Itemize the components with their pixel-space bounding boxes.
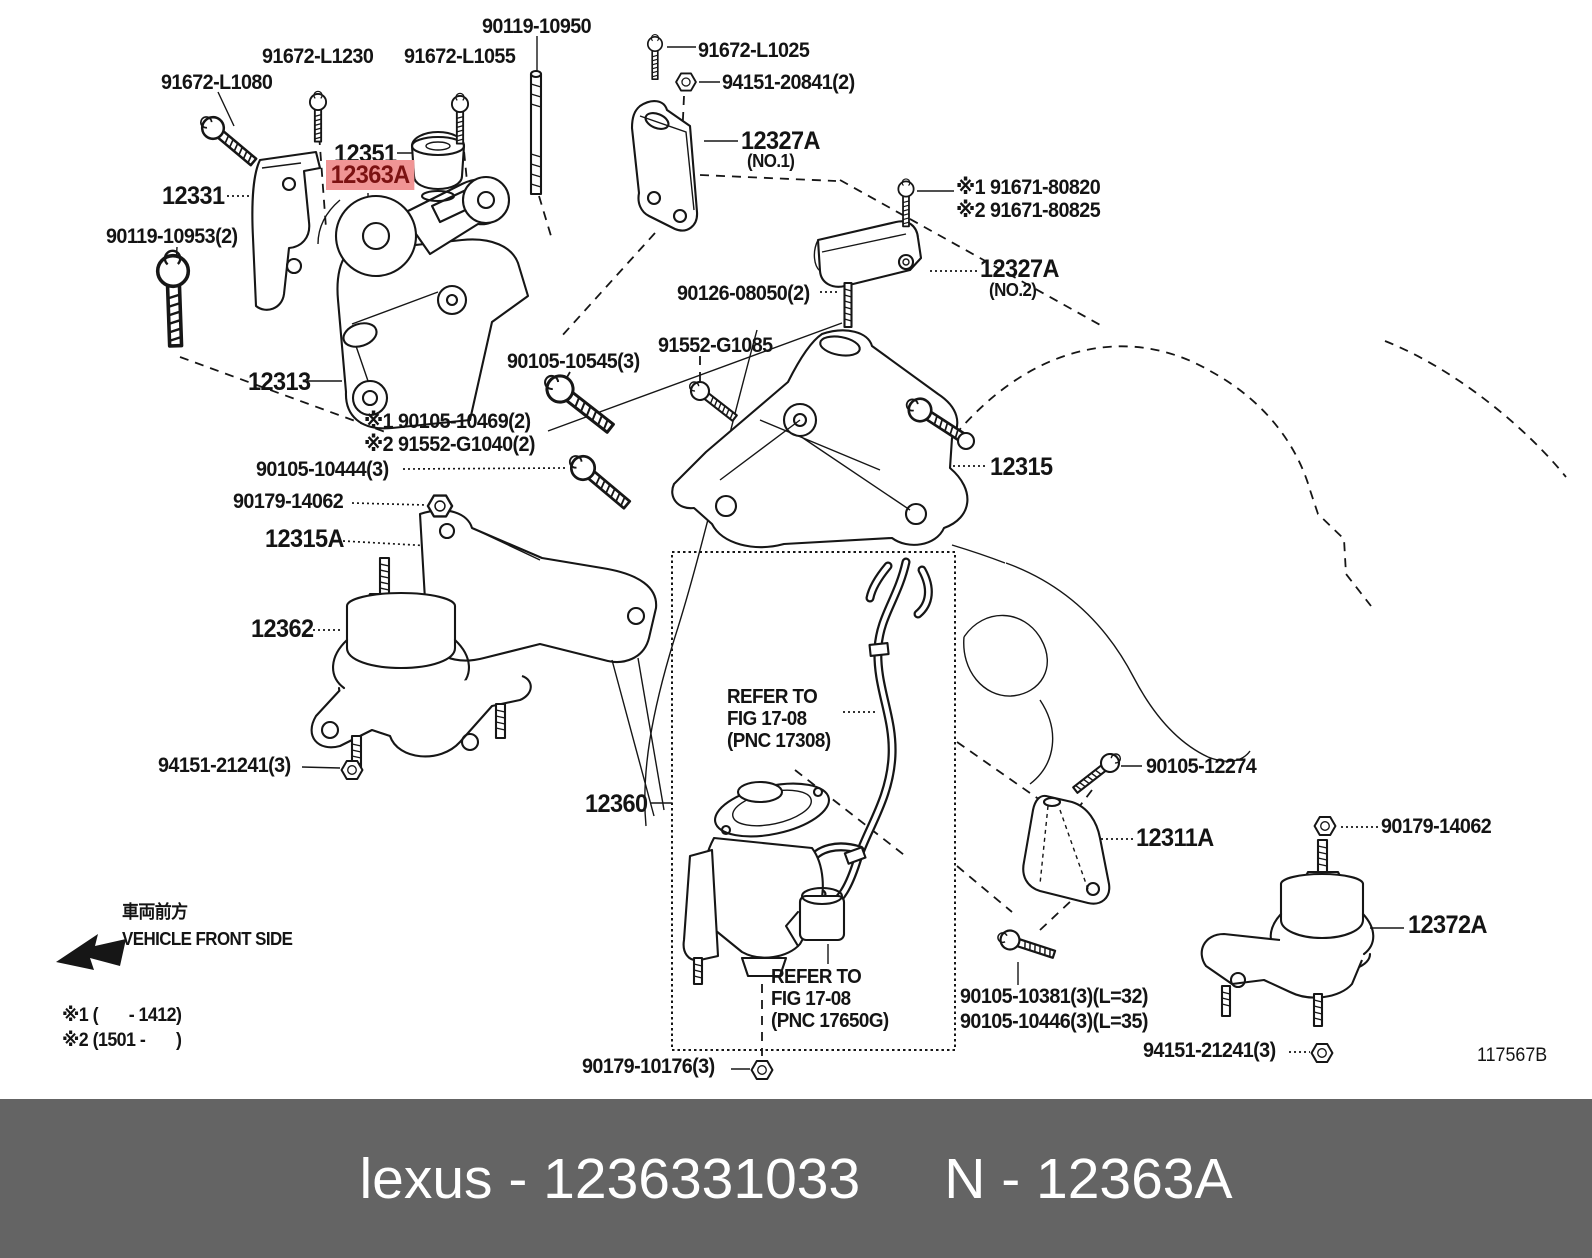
fasteners xyxy=(155,33,1337,1081)
part-label-90105-10545: 90105-10545(3) xyxy=(507,350,640,373)
part-label-90105-10469: ※1 90105-10469(2) xyxy=(364,410,531,433)
footnote-1: ※1 ( - 1412) xyxy=(62,1005,182,1026)
part-12362-engine-mount xyxy=(310,556,532,774)
part-label-94151-21241-right: 94151-21241(3) xyxy=(1143,1039,1276,1062)
engine-outline xyxy=(839,179,1567,785)
part-12331-bracket xyxy=(251,150,322,311)
part-label-12311a: 12311A xyxy=(1136,824,1214,852)
exploded-parts-drawing xyxy=(56,33,1567,1081)
part-label-90105-10446: 90105-10446(3)(L=35) xyxy=(960,1010,1148,1033)
part-label-12327a-no2: 12327A xyxy=(980,255,1060,283)
part-12327a-no2-bracket xyxy=(813,220,923,288)
part-label-94151-21241-left: 94151-21241(3) xyxy=(158,754,291,777)
part-label-90179-10176: 90179-10176(3) xyxy=(582,1055,715,1078)
part-label-91672-l1055: 91672-L1055 xyxy=(404,45,516,68)
part-12360-pump-assembly xyxy=(682,557,933,1056)
part-12351-damper xyxy=(410,130,466,203)
front-side-note-jp: 車両前方 xyxy=(122,902,188,922)
vehicle-front-arrow-icon xyxy=(56,934,126,970)
part-12313-bracket xyxy=(336,238,530,430)
part-12363a-torque-rod xyxy=(317,175,511,278)
part-label-12363a: 12363A xyxy=(326,160,415,191)
part-label-90105-10381: 90105-10381(3)(L=32) xyxy=(960,985,1148,1008)
part-label-90179-14062-left: 90179-14062 xyxy=(233,490,344,513)
part-label-12327a-no1-sub: (NO.1) xyxy=(747,151,795,171)
part-label-12313: 12313 xyxy=(248,368,311,396)
front-side-note-en: VEHICLE FRONT SIDE xyxy=(122,929,293,949)
part-label-90119-10953: 90119-10953(2) xyxy=(106,225,238,248)
part-label-12362: 12362 xyxy=(251,615,314,643)
washer-90105-10469 xyxy=(956,431,976,451)
part-label-12372a: 12372A xyxy=(1408,911,1488,939)
part-12327a-no1-bracket xyxy=(630,100,699,232)
part-label-90119-10950: 90119-10950 xyxy=(482,15,592,38)
part-12311a-bracket xyxy=(1022,794,1111,905)
banner-part-number: lexus - 1236331033 xyxy=(359,1146,861,1211)
part-label-90126-08050: 90126-08050(2) xyxy=(677,282,810,305)
part-label-91552-g1040: ※2 91552-G1040(2) xyxy=(364,433,535,456)
refer-note-17650g: REFER TO FIG 17-08 (PNC 17650G) xyxy=(771,966,889,1032)
labels-layer: 90119-10950 91672-L1230 91672-L1055 91672-L… xyxy=(62,15,1548,1078)
part-12315a-bracket xyxy=(418,509,665,817)
part-label-94151-20841: 94151-20841(2) xyxy=(722,71,855,94)
part-label-12327a-no2-sub: (NO.2) xyxy=(989,280,1037,300)
part-label-12331: 12331 xyxy=(162,182,225,210)
banner-catalog-ref: N - 12363A xyxy=(944,1146,1233,1211)
part-label-90179-14062-right: 90179-14062 xyxy=(1381,815,1492,838)
part-12372a-engine-mount xyxy=(1200,838,1375,1028)
part-label-91672-l1025: 91672-L1025 xyxy=(698,39,810,62)
part-label-91552-g1085: 91552-G1085 xyxy=(658,334,773,357)
part-label-90105-10444: 90105-10444(3) xyxy=(256,458,389,481)
footer-banner: lexus - 1236331033 N - 12363A xyxy=(0,1099,1592,1258)
part-label-91671-80825: ※2 91671-80825 xyxy=(956,199,1101,222)
part-label-91672-l1080: 91672-L1080 xyxy=(161,71,273,94)
figure-code: 117567B xyxy=(1477,1045,1548,1066)
part-label-12315a: 12315A xyxy=(265,525,345,553)
refer-note-17308: REFER TO FIG 17-08 (PNC 17308) xyxy=(727,686,831,752)
part-label-90105-12274: 90105-12274 xyxy=(1146,755,1257,778)
part-label-12315: 12315 xyxy=(990,453,1053,481)
part-label-12360: 12360 xyxy=(585,790,648,818)
stud-90119-10950 xyxy=(529,69,543,196)
part-label-12327a-no1: 12327A xyxy=(741,127,821,155)
part-label-91671-80820: ※1 91671-80820 xyxy=(956,176,1101,199)
part-12315-bracket xyxy=(671,329,969,549)
part-label-91672-l1230: 91672-L1230 xyxy=(262,45,374,68)
footnote-2: ※2 (1501 - ) xyxy=(62,1030,182,1051)
